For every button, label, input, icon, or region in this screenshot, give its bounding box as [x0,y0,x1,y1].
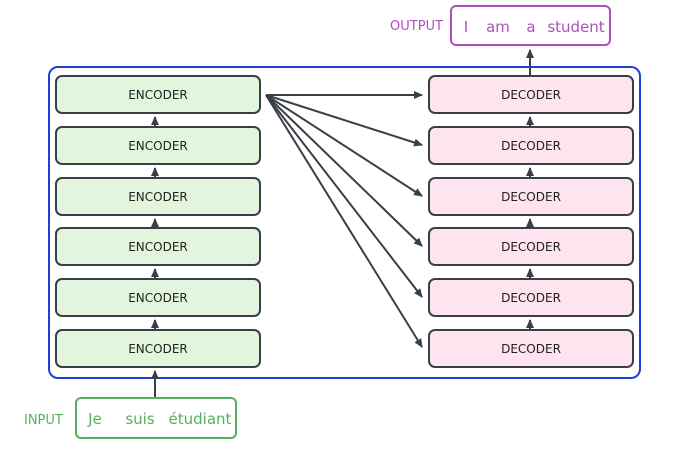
encoder-block [55,75,261,114]
encoder-label: ENCODER [128,240,188,254]
encoder-block [55,227,261,266]
encoder-block [55,177,261,216]
encoder-block [55,278,261,317]
arrow-encoder-to-decoder [265,94,423,348]
encoder-block [55,329,261,368]
encoder-label: ENCODER [128,139,188,153]
encoder-label: ENCODER [128,342,188,356]
output-label: OUTPUT [390,19,443,34]
input-label: INPUT [24,413,63,428]
output-token: I [464,18,468,36]
encoder-block [55,126,261,165]
input-token: étudiant [169,410,232,428]
encoder-label: ENCODER [128,190,188,204]
input-token: suis [125,410,154,428]
encoder-to-decoder-arrows [265,91,423,348]
encoder-label: ENCODER [128,291,188,305]
output-token: student [547,18,604,36]
encoder-decoder-container [48,66,641,379]
input-box [75,397,237,439]
encoder-label: ENCODER [128,88,188,102]
arrow-encoder-to-decoder [265,94,423,197]
output-token: am [486,18,510,36]
decoder-label: DECODER [501,88,561,102]
arrow-encoder-to-decoder [265,94,423,147]
arrow-encoder-to-decoder [265,94,423,247]
decoder-label: DECODER [501,240,561,254]
decoder-block [428,75,634,114]
encoder-stack: ENCODER ENCODER ENCODER ENCODER ENCODER … [55,75,261,368]
input-token: Je [87,410,102,428]
decoder-label: DECODER [501,190,561,204]
decoder-label: DECODER [501,139,561,153]
arrow-encoder-to-decoder [265,94,423,298]
output-token: a [526,18,535,36]
decoder-label: DECODER [501,342,561,356]
output-box [450,5,611,46]
decoder-stack: DECODER DECODER DECODER DECODER DECODER … [428,75,634,368]
decoder-label: DECODER [501,291,561,305]
